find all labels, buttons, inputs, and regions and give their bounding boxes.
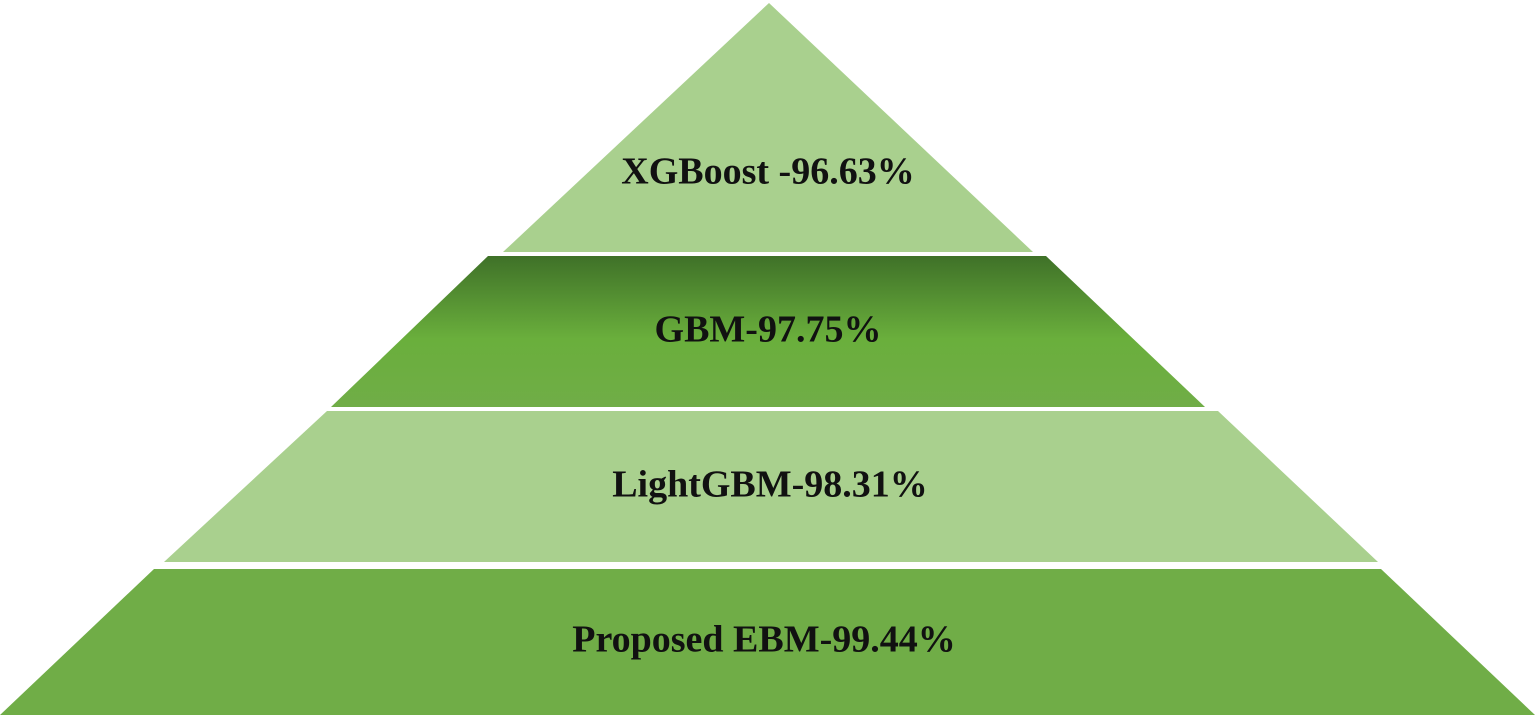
tier-gbm-label: GBM-97.75% bbox=[655, 309, 882, 351]
tier-ebm: Proposed EBM-99.44% bbox=[0, 569, 1535, 715]
tier-gbm-shape bbox=[331, 256, 1205, 407]
tier-lightgbm-label: LightGBM-98.31% bbox=[612, 464, 928, 506]
tier-lightgbm-shape bbox=[164, 411, 1378, 562]
tier-xgboost-label: XGBoost -96.63% bbox=[621, 151, 914, 193]
tier-ebm-shape bbox=[0, 569, 1535, 715]
tier-ebm-label: Proposed EBM-99.44% bbox=[572, 619, 956, 661]
tier-gbm: GBM-97.75% bbox=[331, 256, 1205, 407]
tier-lightgbm: LightGBM-98.31% bbox=[164, 411, 1378, 562]
tier-xgboost: XGBoost -96.63% bbox=[503, 3, 1033, 252]
tier-xgboost-shape bbox=[503, 3, 1033, 252]
